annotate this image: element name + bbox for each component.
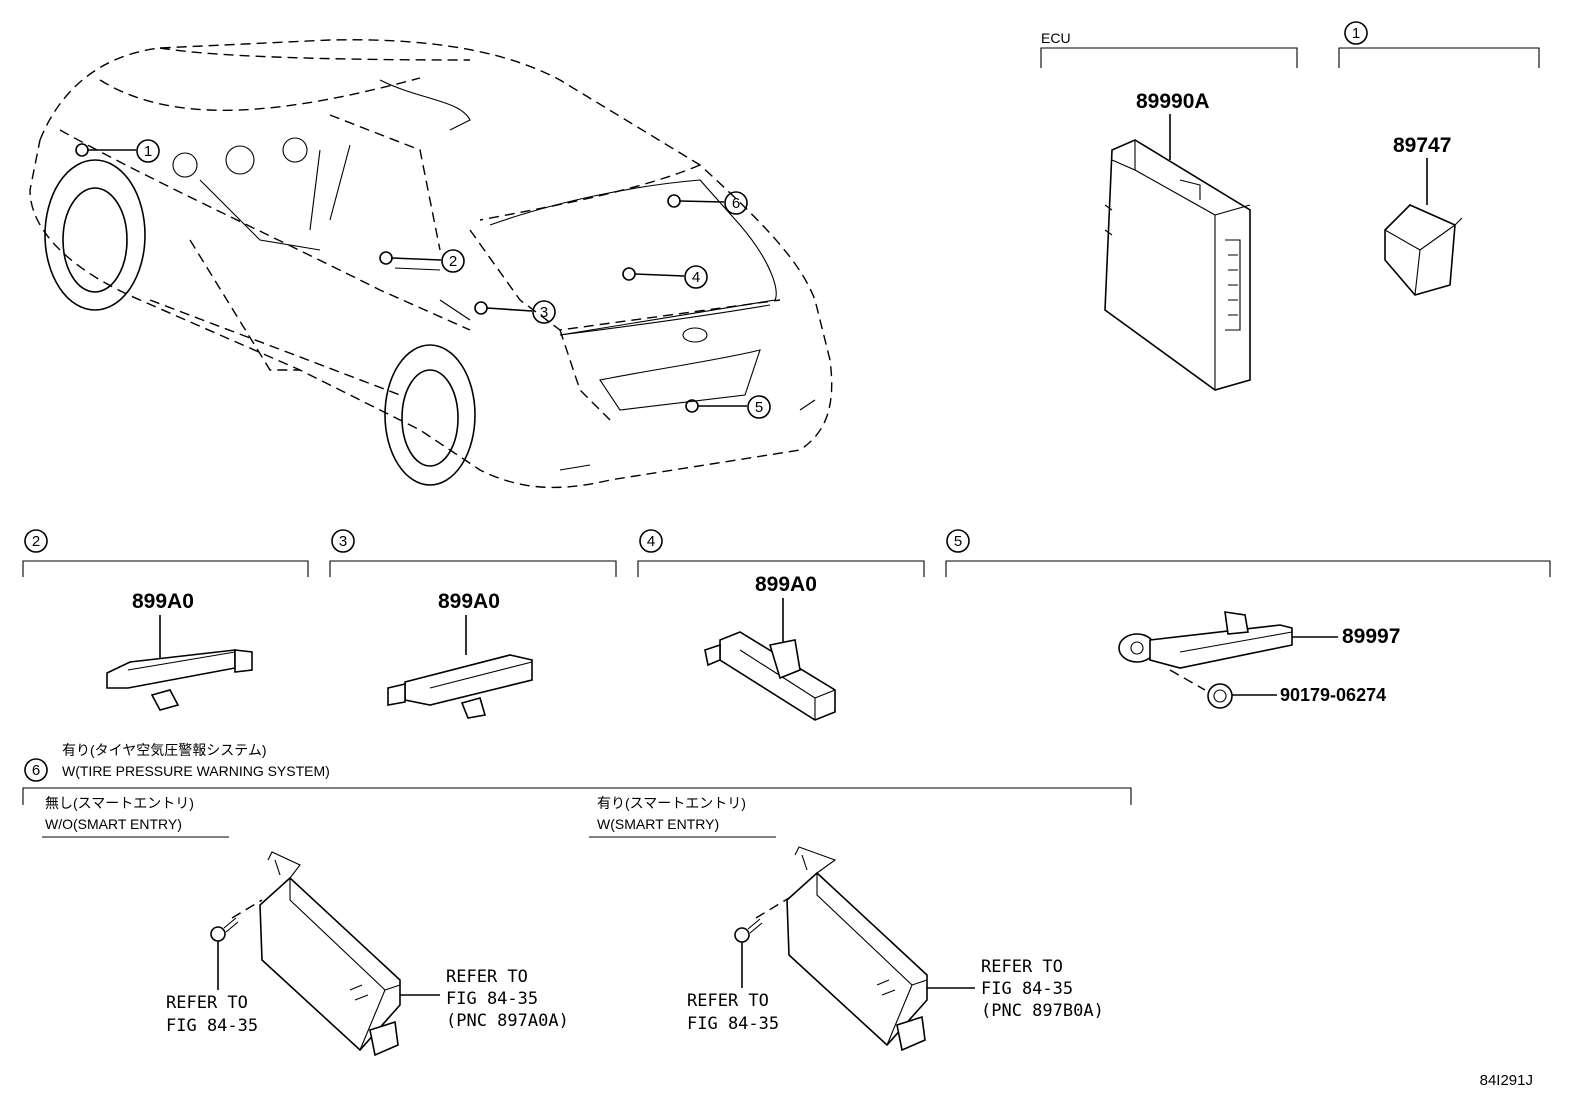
part-number-899a0-3: 899A0 [438, 590, 500, 613]
tpms-receiver-left [259, 851, 401, 1057]
ecu-section: ECU 89990A [1040, 30, 1298, 391]
tpms-receiver-right [786, 846, 928, 1052]
right-label-jp: 有り(スマートエントリ) [597, 795, 746, 811]
section-5-number: 5 [954, 533, 962, 550]
callout-3: 3 [540, 304, 548, 321]
left-bolt-ref-1: REFER TO [166, 993, 248, 1013]
section-2-number: 2 [32, 533, 40, 550]
section-6: 6 有り(タイヤ空気圧警報システム) W(TIRE PRESSURE WARNI… [22, 742, 1132, 1057]
part-number-89990a: 89990A [1136, 90, 1210, 113]
callout-1: 1 [144, 143, 152, 160]
ecu-header: ECU [1041, 30, 1071, 46]
right-part-ref-1: REFER TO [981, 957, 1063, 977]
section-4: 4 899A0 [637, 529, 925, 721]
section-1-number: 1 [1352, 25, 1360, 42]
left-bolt-ref-2: FIG 84-35 [166, 1016, 258, 1036]
bolt-right [734, 918, 763, 943]
sensor-89997 [1118, 611, 1293, 669]
sensor-899a0-4 [704, 631, 836, 721]
section-4-number: 4 [647, 533, 655, 550]
car-illustration: 1 2 3 4 6 5 [29, 39, 833, 489]
section-6-number: 6 [32, 762, 40, 779]
section-1: 1 89747 [1338, 21, 1540, 296]
ecu-module [1104, 139, 1251, 391]
right-part-ref-2: FIG 84-35 [981, 979, 1073, 999]
left-label-jp: 無し(スマートエントリ) [45, 795, 194, 811]
right-label-en: W(SMART ENTRY) [597, 816, 719, 832]
bolt-left [210, 917, 239, 942]
right-part-ref-3: (PNC 897B0A) [981, 1001, 1104, 1021]
diagram-code: 84I291J [1480, 1072, 1533, 1089]
part-number-899a0-2: 899A0 [132, 590, 194, 613]
sensor-89747 [1384, 204, 1463, 296]
part-number-899a0-4: 899A0 [755, 573, 817, 596]
part-number-90179-06274: 90179-06274 [1280, 685, 1386, 705]
section-2: 2 899A0 [22, 529, 309, 711]
car-callouts: 1 2 3 4 6 5 [136, 139, 771, 419]
left-part-ref-3: (PNC 897A0A) [446, 1011, 569, 1031]
right-bolt-ref-1: REFER TO [687, 991, 769, 1011]
section-3-number: 3 [339, 533, 347, 550]
right-bolt-ref-2: FIG 84-35 [687, 1014, 779, 1034]
part-number-89997: 89997 [1342, 625, 1400, 648]
sensor-899a0-3 [387, 654, 533, 719]
sensor-899a0-2 [106, 649, 253, 711]
section-6-title-en: W(TIRE PRESSURE WARNING SYSTEM) [62, 763, 330, 779]
callout-6: 6 [732, 195, 740, 212]
section-6-title-jp: 有り(タイヤ空気圧警報システム) [62, 742, 266, 758]
left-part-ref-2: FIG 84-35 [446, 989, 538, 1009]
callout-5: 5 [755, 399, 763, 416]
section-5: 5 89997 90179-06274 [945, 529, 1551, 709]
callout-2: 2 [449, 253, 457, 270]
left-part-ref-1: REFER TO [446, 967, 528, 987]
callout-4: 4 [692, 269, 700, 286]
part-number-89747: 89747 [1393, 134, 1451, 157]
left-label-en: W/O(SMART ENTRY) [45, 816, 182, 832]
clip-90179-06274 [1207, 683, 1233, 709]
section-3: 3 899A0 [329, 529, 617, 719]
